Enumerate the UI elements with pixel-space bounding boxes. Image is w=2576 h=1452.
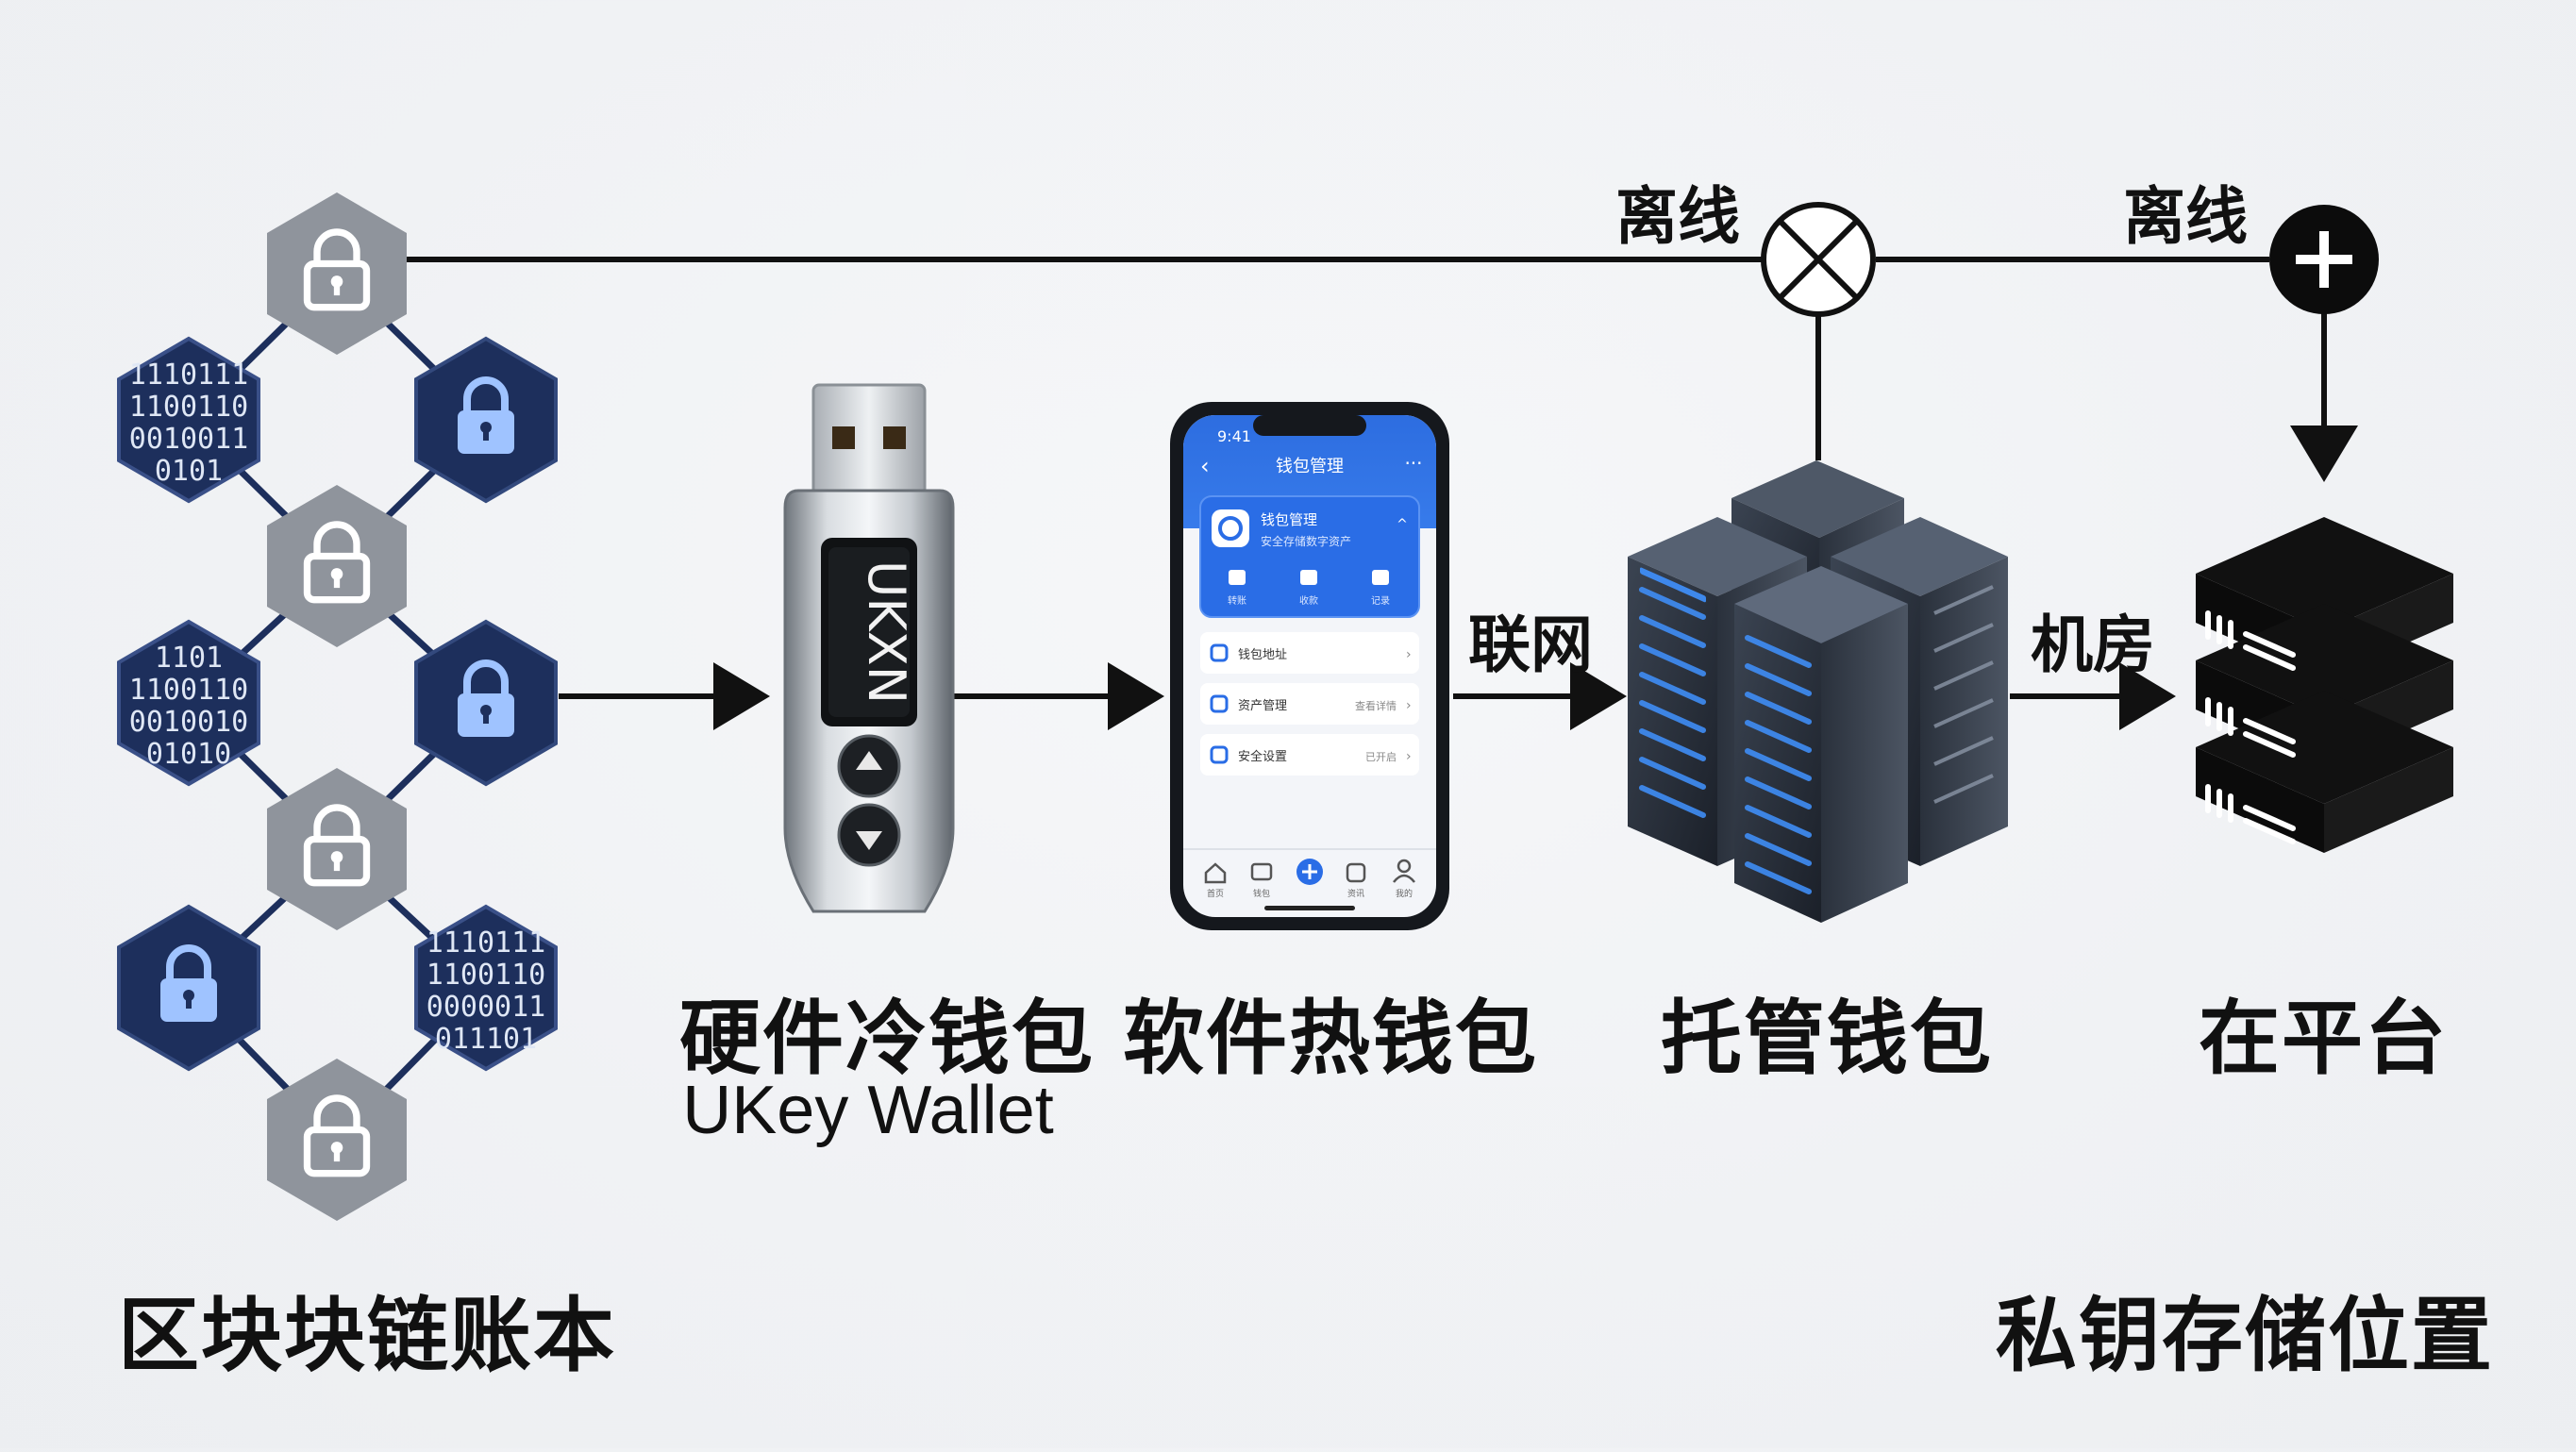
hex-lock-navy-2: [414, 619, 558, 787]
nav-wallet-item[interactable]: 钱包: [1250, 862, 1273, 899]
binary-line: 011101: [435, 1023, 537, 1056]
usb-brand-label: UKXN: [857, 560, 916, 704]
binary-line: 0010010: [129, 706, 248, 739]
nav-label: 首页: [1207, 888, 1224, 899]
hex-lock-gray-1: [267, 192, 407, 355]
hex-lock-gray-4: [267, 1059, 407, 1221]
phone-row-value: 已开启: [1365, 751, 1397, 763]
phone-page-title: 钱包管理: [1276, 457, 1344, 476]
phone-back-icon[interactable]: ‹: [1200, 453, 1210, 479]
phone-list-row[interactable]: 资产管理 查看详情 ›: [1200, 683, 1419, 725]
storage-vents: [2205, 610, 2296, 844]
phone-card-action-label: 收款: [1299, 594, 1318, 607]
binary-line: 01010: [146, 738, 231, 771]
hex-lock-gray-2: [267, 485, 407, 647]
binary-line: 1100110: [427, 959, 545, 992]
binary-line: 1100110: [129, 674, 248, 707]
phone-wallet-card[interactable]: 钱包管理 安全存储数字资产 ^ 转账 收款 记录: [1199, 495, 1420, 618]
binary-line: 1101: [155, 642, 223, 675]
phone-card-action-label: 转账: [1228, 594, 1246, 607]
hex-lock-gray-3: [267, 768, 407, 930]
hex-binary-3: 1110111 1100110 0000011 011101: [414, 904, 558, 1072]
phone-bottom-nav: 首页 钱包 资讯 我的: [1183, 848, 1436, 910]
label-storage-location: 私钥存储位置: [1996, 1289, 2494, 1383]
hex-lock-navy-1: [414, 336, 558, 504]
flow-lines: [407, 257, 2358, 730]
binary-line: 0000011: [427, 991, 545, 1024]
phone-list-row[interactable]: 钱包地址 ›: [1200, 632, 1419, 674]
phone-software-wallet: 9:41 ‹ 钱包管理 ··· 钱包管理 安全存储数字资产 ^ 转账 收款 记录: [1170, 402, 1449, 930]
lock-icon: [303, 1094, 371, 1177]
lock-icon: [303, 228, 371, 311]
label-platform: 在平台: [2199, 992, 2448, 1086]
lock-icon: [160, 944, 217, 1022]
usb-down-button[interactable]: [837, 803, 901, 867]
nav-profile-item[interactable]: 我的: [1393, 859, 1415, 899]
label-hardware-wallet-en: UKey Wallet: [682, 1073, 1054, 1148]
server-side-vents: [1933, 585, 1994, 804]
nav-label: 钱包: [1253, 888, 1270, 899]
server-led-slots: [1639, 587, 1812, 894]
phone-card-subtitle: 安全存储数字资产: [1261, 534, 1351, 548]
edge-label-offline-2: 离线: [2123, 180, 2248, 253]
phone-more-icon[interactable]: ···: [1404, 452, 1422, 475]
hex-binary-2: 1101 1100110 0010010 01010: [117, 619, 260, 787]
label-hardware-wallet: 硬件冷钱包: [679, 992, 1095, 1086]
phone-card-action[interactable]: 记录: [1371, 570, 1390, 607]
chevron-up-icon[interactable]: ^: [1397, 517, 1408, 532]
usb-hardware-wallet: UKXN: [783, 383, 955, 913]
phone-row-label: 资产管理: [1238, 699, 1287, 713]
phone-row-label: 安全设置: [1238, 749, 1287, 764]
lock-icon: [303, 804, 371, 887]
edge-label-datacenter: 机房: [2031, 609, 2155, 681]
binary-line: 1110111: [129, 359, 248, 392]
edge-label-online: 联网: [1468, 609, 1593, 681]
chevron-right-icon: ›: [1406, 749, 1412, 764]
hex-binary-1: 1110111 1100110 0010011 0101: [117, 336, 260, 504]
phone-row-value: 查看详情: [1355, 699, 1397, 712]
nav-add-button[interactable]: [1296, 859, 1323, 885]
usb-up-button[interactable]: [837, 734, 901, 798]
nav-label: 资讯: [1347, 889, 1364, 899]
hex-lock-navy-3: [117, 904, 260, 1072]
binary-line: 1100110: [129, 391, 248, 424]
label-custody-wallet: 托管钱包: [1661, 992, 1993, 1086]
server-icon: [1628, 460, 2008, 923]
lock-icon: [303, 521, 371, 604]
nav-label: 我的: [1396, 888, 1413, 899]
plus-circle-icon: [2269, 205, 2379, 314]
nav-news-item[interactable]: 资讯: [1346, 862, 1366, 899]
chevron-right-icon: ›: [1406, 647, 1412, 662]
nav-home-item[interactable]: 首页: [1204, 862, 1227, 899]
phone-card-action[interactable]: 转账: [1228, 570, 1246, 607]
cross-circle-icon: [1761, 202, 1876, 317]
phone-row-label: 钱包地址: [1238, 648, 1287, 662]
phone-card-action[interactable]: 收款: [1299, 570, 1318, 607]
phone-status-time: 9:41: [1217, 427, 1251, 445]
phone-card-action-label: 记录: [1371, 595, 1390, 607]
storage-stack-icon: [2196, 517, 2453, 853]
binary-line: 1110111: [427, 926, 545, 960]
lock-icon: [458, 376, 514, 454]
phone-list-row[interactable]: 安全设置 已开启 ›: [1200, 734, 1419, 776]
phone-card-title: 钱包管理: [1261, 511, 1317, 528]
label-ledger: 区块块链账本: [118, 1289, 616, 1383]
chevron-right-icon: ›: [1406, 698, 1412, 713]
label-software-wallet: 软件热钱包: [1123, 992, 1538, 1086]
lock-icon: [458, 659, 514, 737]
binary-line: 0101: [155, 455, 223, 488]
binary-line: 0010011: [129, 423, 248, 456]
ledger-network: 1110111 1100110 0010011 0101 1101 110011…: [117, 192, 558, 1221]
edge-label-offline-1: 离线: [1615, 180, 1740, 253]
